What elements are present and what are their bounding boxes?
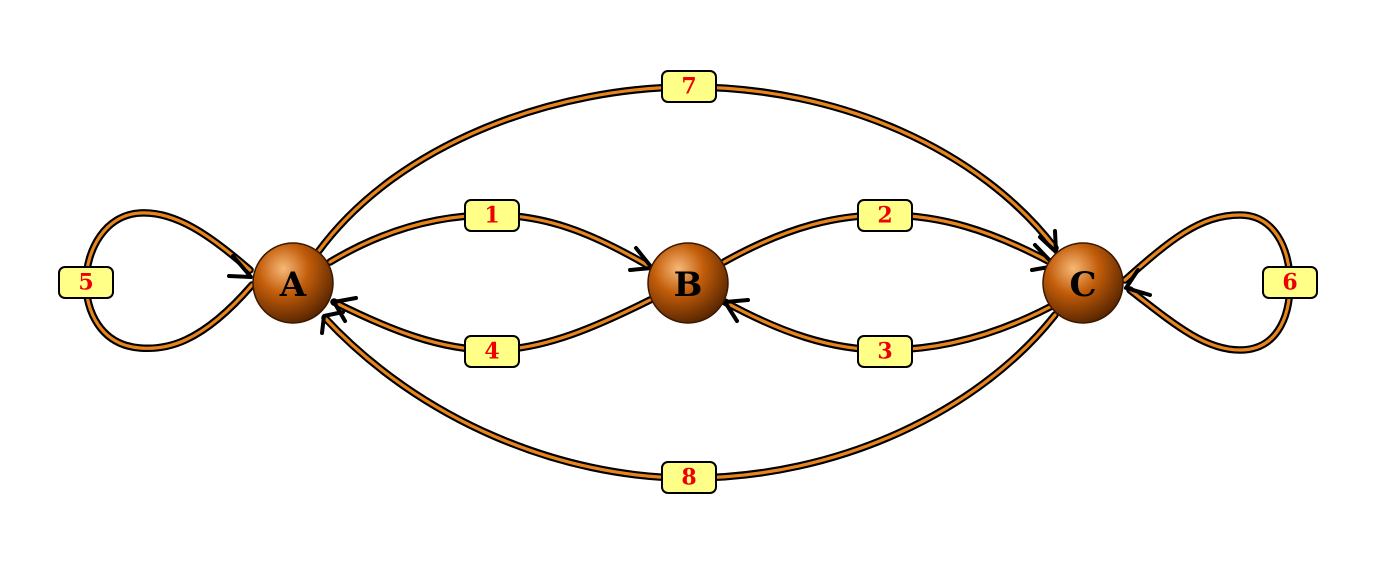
node-B: B <box>647 242 729 324</box>
edge-label-box-5 <box>58 266 114 299</box>
edge-7: 7 <box>314 70 1059 256</box>
edge-label-box-3 <box>857 335 913 368</box>
edge-label-6: 6 <box>1282 270 1297 296</box>
arrowhead-8 <box>320 310 345 335</box>
arrowhead-7 <box>1038 229 1058 254</box>
arrowhead-6 <box>1124 268 1152 297</box>
edge-label-box-6 <box>1262 266 1318 299</box>
edge-4: 4 <box>330 296 654 368</box>
edge-2: 2 <box>720 199 1057 272</box>
node-label-B: B <box>674 265 703 305</box>
arrowhead-3 <box>723 298 750 323</box>
edge-label-box-7 <box>661 70 717 103</box>
edge-label-box-1 <box>464 199 520 232</box>
node-label-A: A <box>279 265 307 305</box>
edge-label-1: 1 <box>484 203 499 229</box>
edge-5: 5 <box>58 209 256 353</box>
edge-label-2: 2 <box>877 203 892 229</box>
edge-label-7: 7 <box>681 74 696 100</box>
edge-label-4: 4 <box>484 339 499 365</box>
node-C: C <box>1042 242 1124 324</box>
arrowhead-4 <box>332 296 358 323</box>
edge-label-box-8 <box>661 461 717 494</box>
edge-label-5: 5 <box>78 270 93 296</box>
node-A: A <box>252 242 334 324</box>
edge-6: 6 <box>1121 211 1318 354</box>
edge-1: 1 <box>326 199 654 272</box>
edge-3: 3 <box>721 296 1067 368</box>
edge-label-8: 8 <box>681 465 696 491</box>
edge-label-box-2 <box>857 199 913 232</box>
edge-8: 8 <box>320 310 1059 494</box>
edge-label-box-4 <box>464 335 520 368</box>
edge-label-3: 3 <box>877 339 892 365</box>
arrowhead-5 <box>227 254 253 279</box>
node-label-C: C <box>1069 265 1096 305</box>
